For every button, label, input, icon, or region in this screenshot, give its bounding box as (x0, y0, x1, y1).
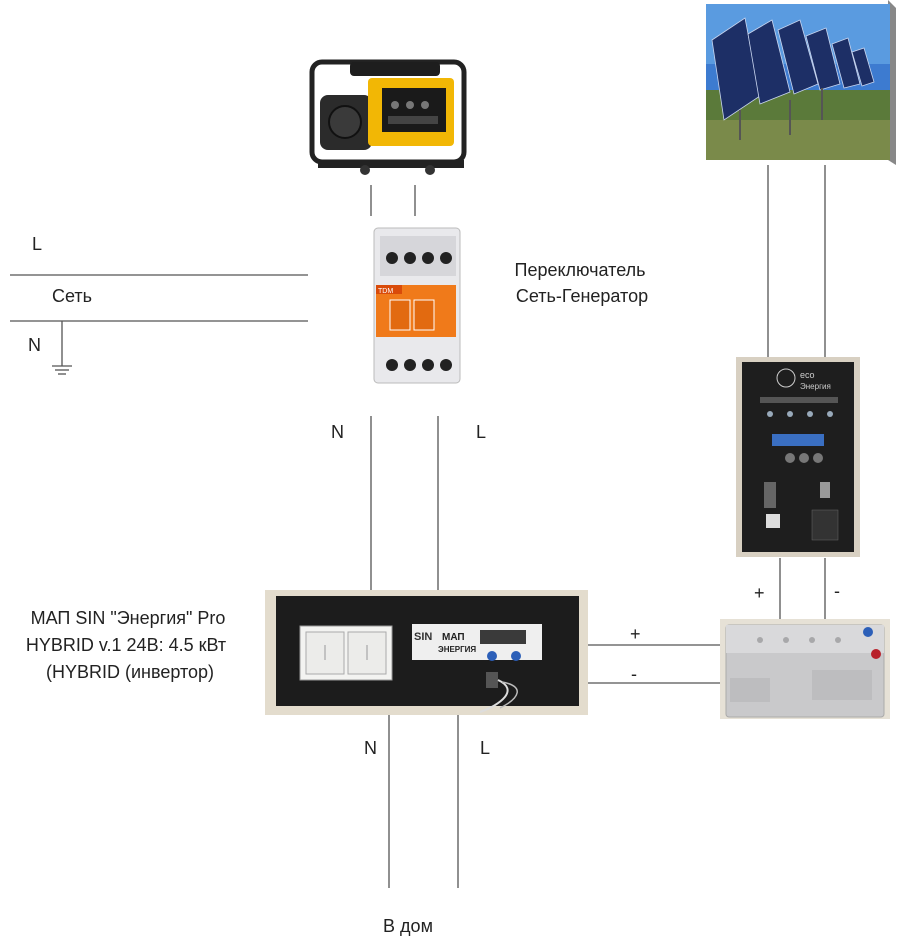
wires (10, 165, 826, 888)
grid-L-label: L (32, 234, 42, 254)
inverter-title-line1: МАП SIN "Энергия" Pro (31, 608, 226, 628)
inverter-image: SIN МАП ЭНЕРГИЯ (265, 590, 588, 715)
ctrl-plus-label: + (754, 583, 765, 603)
switch-title-line1: Переключатель (515, 260, 646, 280)
ground-icon (52, 321, 72, 375)
switch-title-line2: Сеть-Генератор (516, 286, 648, 306)
inverter-brand-1: МАП (442, 632, 465, 643)
bat-plus-label: + (630, 624, 641, 644)
house-L-label: L (480, 738, 490, 758)
ctrl-minus-label: - (834, 581, 840, 601)
grid-name-label: Сеть (52, 286, 92, 306)
charge-controller-image: eco Энергия (736, 357, 860, 557)
battery-image (720, 619, 890, 719)
bat-minus-label: - (631, 664, 637, 684)
grid-N-label: N (28, 335, 41, 355)
house-label: В дом (383, 916, 433, 936)
switch-brand-text: TDM (378, 288, 393, 295)
controller-brand-2: Энергия (800, 382, 831, 391)
inverter-brand-2: ЭНЕРГИЯ (438, 645, 476, 654)
house-N-label: N (364, 738, 377, 758)
inverter-sin-text: SIN (414, 631, 432, 643)
generator-image (300, 59, 470, 180)
transfer-switch-image: TDM (373, 227, 461, 384)
inverter-title-line3: (HYBRID (инвертор) (46, 662, 214, 682)
solar-panel-image (706, 0, 896, 165)
controller-brand-1: eco (800, 370, 815, 380)
inverter-title-line2: HYBRID v.1 24В: 4.5 кВт (26, 635, 226, 655)
switch-out-L-label: L (476, 422, 486, 442)
switch-out-N-label: N (331, 422, 344, 442)
